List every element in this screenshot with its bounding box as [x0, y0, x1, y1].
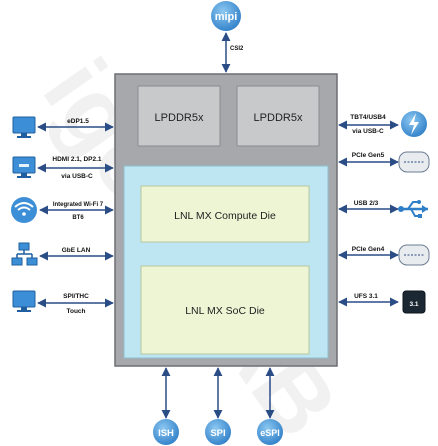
svg-text:mipi: mipi	[215, 11, 238, 23]
ish-badge: ISH	[153, 419, 179, 445]
monitor-icon	[12, 116, 36, 138]
svg-text:LPDDR5x: LPDDR5x	[254, 112, 303, 124]
svg-text:LPDDR5x: LPDDR5x	[155, 112, 204, 124]
pcie4-label: PCIe Gen4	[352, 246, 385, 253]
svg-text:LNL MX Compute Die: LNL MX Compute Die	[174, 210, 276, 222]
network-icon	[11, 242, 38, 266]
thunderbolt-icon	[401, 111, 427, 137]
touch-monitor-icon	[12, 290, 36, 312]
wifi-label: Integrated Wi-Fi 7	[53, 202, 104, 208]
wifi-icon	[11, 197, 37, 223]
touch-label: SPI/THC	[63, 293, 89, 300]
svg-text:ISH: ISH	[158, 428, 174, 439]
pcie5-label: PCIe Gen5	[352, 152, 385, 159]
espi-badge: eSPI	[257, 419, 283, 445]
hdmi-sublabel: via USB-C	[61, 173, 93, 180]
usb-label: USB 2/3	[354, 200, 379, 207]
hdmi-label: HDMI 2.1, DP2.1	[52, 156, 102, 163]
svg-text:SPI: SPI	[210, 428, 225, 439]
spi-badge: SPI	[205, 419, 231, 445]
ufs-icon: 3.1	[402, 290, 426, 314]
soc-package: LPDDR5x LPDDR5x LNL MX Compute Die LNL M…	[114, 73, 338, 367]
display-icon	[12, 156, 36, 178]
tbt-label: TBT4/USB4	[350, 114, 386, 121]
soc-die: LNL MX SoC Die	[140, 265, 310, 355]
lan-label: GbE LAN	[62, 247, 91, 254]
csi2-label: CSI2	[230, 46, 244, 52]
edp-label: eDP1.5	[67, 118, 89, 125]
pcie-gen5-icon	[398, 151, 430, 173]
memory-right: LPDDR5x	[236, 85, 320, 147]
svg-text:eSPI: eSPI	[260, 428, 280, 438]
ufs-label: UFS 3.1	[354, 293, 378, 300]
svg-text:3.1: 3.1	[409, 301, 418, 308]
usb-icon	[398, 200, 428, 218]
pcie-gen4-icon	[398, 244, 430, 266]
touch-sublabel: Touch	[66, 308, 85, 315]
wifi-sublabel: BT6	[72, 215, 84, 221]
svg-text:LNL MX SoC Die: LNL MX SoC Die	[185, 305, 265, 317]
memory-left: LPDDR5x	[137, 85, 221, 147]
compute-die: LNL MX Compute Die	[140, 185, 310, 243]
mipi-badge: mipi	[211, 1, 241, 31]
tbt-sublabel: via USB-C	[352, 128, 384, 135]
